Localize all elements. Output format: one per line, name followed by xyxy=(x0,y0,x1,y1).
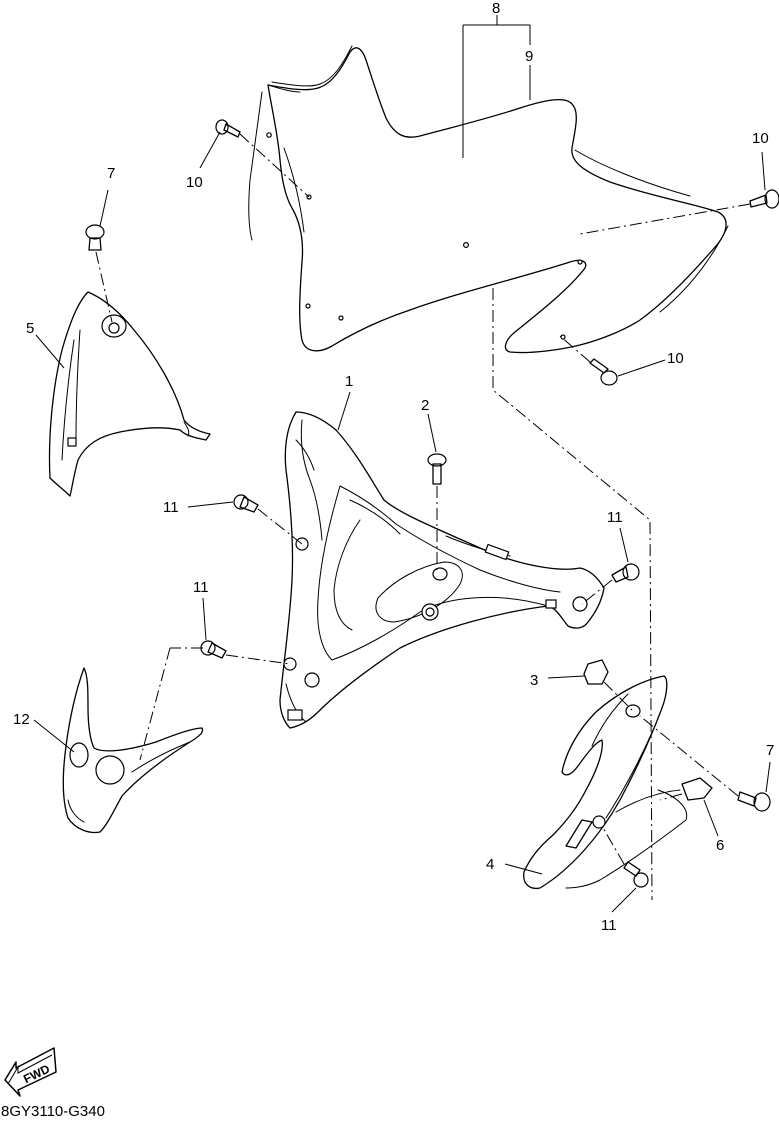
lower-panel-12 xyxy=(33,647,204,834)
callout-10-left: 10 xyxy=(186,174,203,191)
callout-labels: 1 2 3 4 5 6 7 7 8 9 10 10 10 11 11 11 11… xyxy=(13,0,774,934)
callout-7-left: 7 xyxy=(107,165,115,182)
main-cowling-1 xyxy=(279,411,605,729)
screw-2 xyxy=(427,413,447,572)
callout-5: 5 xyxy=(26,320,34,337)
screw-7-left xyxy=(85,189,113,323)
screw-10-left xyxy=(199,119,310,198)
callout-11-d: 11 xyxy=(601,917,617,934)
lower-panel-4 xyxy=(523,675,688,890)
callout-6: 6 xyxy=(716,837,724,854)
collar-11-c xyxy=(170,597,291,665)
leader-4 xyxy=(504,863,543,875)
callout-10-right: 10 xyxy=(752,130,769,147)
collar-11-a xyxy=(187,494,303,545)
assembly-line xyxy=(492,288,653,901)
screw-10-lower xyxy=(559,335,666,386)
callout-4: 4 xyxy=(486,856,494,873)
collar-11-b xyxy=(581,527,640,605)
clip-6 xyxy=(659,777,719,837)
windshield xyxy=(248,45,729,354)
callout-3: 3 xyxy=(530,672,538,689)
callout-2: 2 xyxy=(421,397,429,414)
callout-11-c: 11 xyxy=(193,579,209,596)
screw-7-right xyxy=(639,715,771,812)
nut-3 xyxy=(547,659,633,711)
callout-12: 12 xyxy=(13,711,30,728)
leader-1 xyxy=(337,391,351,431)
callout-11-b: 11 xyxy=(607,509,623,526)
callout-8: 8 xyxy=(492,0,500,17)
fwd-arrow-icon: FWD xyxy=(4,1047,57,1097)
screw-10-right xyxy=(579,151,779,235)
drawing-code: 8GY3110-G340 xyxy=(1,1103,105,1119)
collar-11-d xyxy=(601,825,649,913)
side-panel-5 xyxy=(48,291,211,497)
callout-9: 9 xyxy=(525,48,533,65)
callout-10-lower: 10 xyxy=(667,350,684,367)
callout-1: 1 xyxy=(345,373,353,390)
callout-bracket-8 xyxy=(462,15,531,158)
callout-11-a: 11 xyxy=(163,499,179,516)
leader-5 xyxy=(35,334,65,369)
callout-7-right: 7 xyxy=(766,742,774,759)
